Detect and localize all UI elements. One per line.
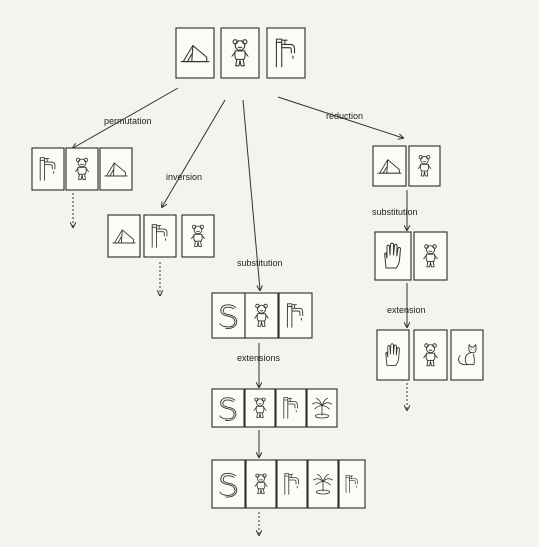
card-letter-s <box>211 292 246 339</box>
card-bear <box>65 147 99 191</box>
card-cat <box>450 329 484 381</box>
connectors <box>73 87 407 535</box>
card-letter-s <box>211 388 245 428</box>
card-group-permutation <box>31 147 133 191</box>
card-letter-s <box>211 459 246 509</box>
card-bear <box>408 145 441 187</box>
label-substitution-right: substitution <box>372 207 418 217</box>
card-tent <box>107 214 141 258</box>
arrow-permutation <box>73 87 179 148</box>
card-group-extension-2 <box>211 459 366 509</box>
card-groups <box>31 27 484 509</box>
card-tent <box>99 147 133 191</box>
card-group-reduction-substitution <box>374 231 448 281</box>
card-bear <box>413 329 448 381</box>
card-bear <box>244 388 276 428</box>
card-faucet <box>276 459 308 509</box>
card-bear <box>413 231 448 281</box>
label-substitution-center: substitution <box>237 258 283 268</box>
card-faucet <box>338 459 366 509</box>
label-extension: extension <box>387 305 426 315</box>
label-reduction: réduction <box>326 111 363 121</box>
card-faucet <box>31 147 65 191</box>
card-faucet <box>275 388 307 428</box>
card-faucet <box>278 292 313 339</box>
card-group-inversion <box>107 214 215 258</box>
card-bear <box>244 292 279 339</box>
card-bear <box>220 27 260 79</box>
card-group-substitution <box>211 292 313 339</box>
card-tent <box>372 145 407 187</box>
card-group-root <box>175 27 306 79</box>
label-permutation: permutation <box>104 116 152 126</box>
card-bear <box>181 214 215 258</box>
card-faucet <box>143 214 177 258</box>
card-group-reduction <box>372 145 441 187</box>
card-bear <box>245 459 277 509</box>
card-group-reduction-extension <box>376 329 484 381</box>
card-hand <box>376 329 410 381</box>
label-extensions: extensions <box>237 353 281 363</box>
arrow-reduction <box>277 96 403 138</box>
card-hand <box>374 231 412 281</box>
label-inversion: inversion <box>166 172 202 182</box>
card-faucet <box>266 27 306 79</box>
card-palm-tree <box>307 459 339 509</box>
card-tent <box>175 27 215 79</box>
card-group-extension-1 <box>211 388 338 428</box>
arrow-inversion <box>162 99 226 207</box>
arrow-substitution <box>242 99 260 290</box>
labels: permutation inversion substitution exten… <box>104 111 426 363</box>
card-palm-tree <box>306 388 338 428</box>
